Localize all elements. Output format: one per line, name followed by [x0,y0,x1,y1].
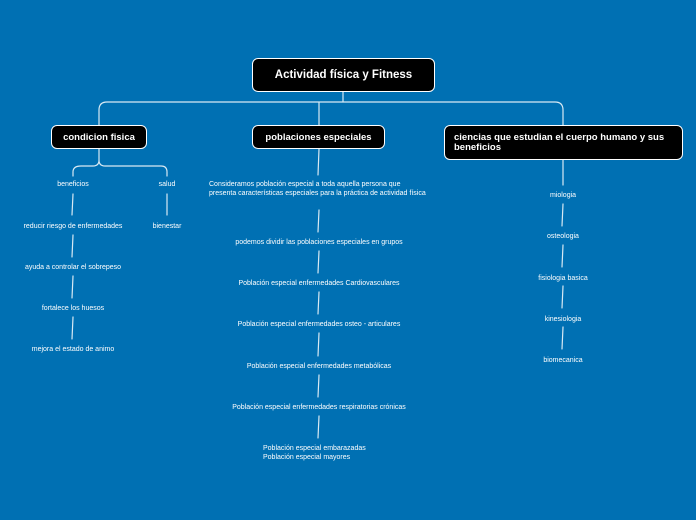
connector-poblaciones-chain [317,148,320,439]
topic-kinesiologia[interactable]: kinesiologia [544,316,582,323]
topic-estado-animo[interactable]: mejora el estado de animo [31,346,115,353]
connector-ciencias-chain [561,159,564,350]
root-node[interactable]: Actividad física y Fitness [252,58,435,92]
topic-bienestar[interactable]: bienestar [152,223,182,230]
topic-respiratorias[interactable]: Población especial enfermedades respirat… [232,404,406,411]
topic-dividir-grupos[interactable]: podemos dividir las poblaciones especial… [235,239,403,246]
topic-reducir-riesgo[interactable]: reducir riesgo de enfermedades [23,223,123,230]
connector-root-bus [98,91,564,126]
topic-osteo-articulares[interactable]: Población especial enfermedades osteo - … [237,321,401,328]
node-ciencias[interactable]: ciencias que estudian el cuerpo humano y… [444,125,683,160]
topic-embarazadas-mayores[interactable]: Población especial embarazadas Población… [263,444,366,462]
topic-metabolicas[interactable]: Población especial enfermedades metabóli… [246,363,392,370]
topic-controlar-sobrepeso[interactable]: ayuda a controlar el sobrepeso [24,264,122,271]
topic-mayores: Población especial mayores [263,454,351,461]
node-poblaciones-especiales[interactable]: poblaciones especiales [252,125,385,149]
connector-condicion [72,148,168,177]
connector-beneficios-chain [71,193,74,340]
topic-biomecanica[interactable]: biomecanica [543,357,583,364]
topic-definicion-poblacion[interactable]: Consideramos población especial a toda a… [209,181,426,197]
topic-osteologia[interactable]: osteologia [547,233,579,240]
topic-fisiologia-basica[interactable]: fisiologia basica [538,275,588,282]
topic-beneficios[interactable]: beneficios [57,181,89,188]
topic-salud[interactable]: salud [158,181,176,188]
topic-fortalece-huesos[interactable]: fortalece los huesos [41,305,105,312]
topic-cardiovasculares[interactable]: Población especial enfermedades Cardiova… [238,280,400,287]
node-condicion-fisica[interactable]: condicion fisica [51,125,147,149]
topic-embarazadas: Población especial embarazadas [263,445,366,452]
topic-miologia[interactable]: miologia [549,192,577,199]
